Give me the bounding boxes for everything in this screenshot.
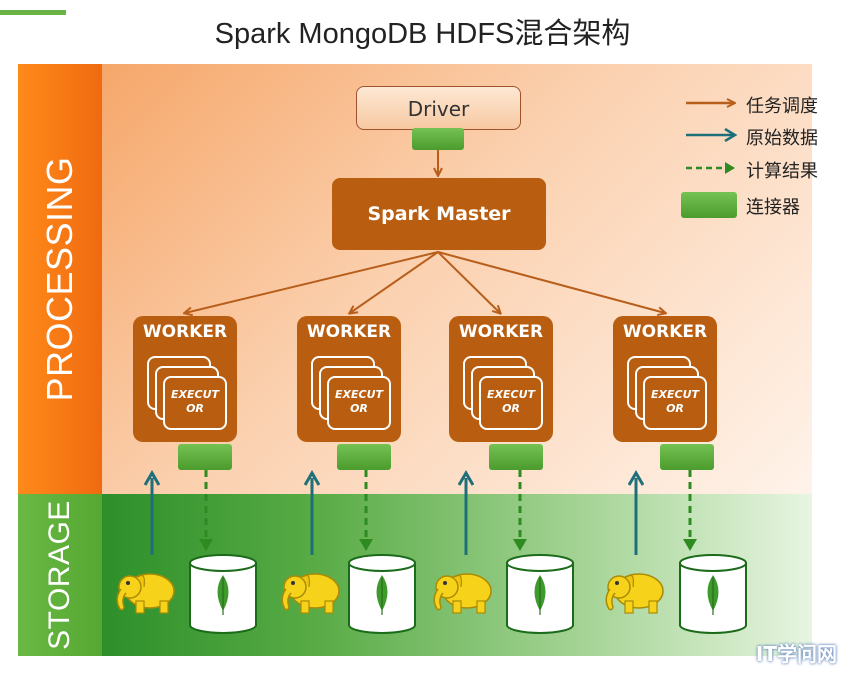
master-to-worker-3-arrow xyxy=(437,251,500,313)
watermark: IT学问网 xyxy=(755,642,837,666)
executor-label-line1: EXECUT xyxy=(334,388,384,401)
executor-label-line2: OR xyxy=(502,402,520,415)
driver-connector xyxy=(412,128,464,150)
worker-label: WORKER xyxy=(306,322,392,342)
executor-label-line1: EXECUT xyxy=(650,388,700,401)
legend-connector-label: 连接器 xyxy=(746,197,800,218)
executor-label-line1: EXECUT xyxy=(486,388,536,401)
hadoop-elephant-icon xyxy=(281,573,340,614)
legend-connector-swatch xyxy=(681,192,737,218)
worker-node-3: WORKER EXECUT OR xyxy=(449,316,553,442)
mongodb-cylinder-icon xyxy=(506,554,574,634)
master-to-worker-4-arrow xyxy=(437,251,665,313)
worker-connector-4 xyxy=(660,444,714,470)
executor-label-line2: OR xyxy=(186,402,204,415)
executor-front: EXECUT OR xyxy=(327,376,391,430)
accent-bar xyxy=(0,10,66,15)
executor-front: EXECUT OR xyxy=(479,376,543,430)
worker-connector-1 xyxy=(178,444,232,470)
hadoop-elephant-icon xyxy=(605,573,664,614)
spark-master-node: Spark Master xyxy=(332,178,546,250)
hadoop-elephant-icon xyxy=(433,573,492,614)
worker-node-1: WORKER EXECUT OR xyxy=(133,316,237,442)
worker-label: WORKER xyxy=(622,322,708,342)
executor-label-line2: OR xyxy=(350,402,368,415)
worker-connector-2 xyxy=(337,444,391,470)
legend-task-label: 任务调度 xyxy=(746,96,818,117)
diagram-title: Spark MongoDB HDFS混合架构 xyxy=(214,18,631,50)
worker-connector-3 xyxy=(489,444,543,470)
executor-front: EXECUT OR xyxy=(163,376,227,430)
worker-node-2: WORKER EXECUT OR xyxy=(297,316,401,442)
mongodb-cylinder-icon xyxy=(348,554,416,634)
worker-label: WORKER xyxy=(142,322,228,342)
worker-label: WORKER xyxy=(458,322,544,342)
executor-front: EXECUT OR xyxy=(643,376,707,430)
hadoop-elephant-icon xyxy=(116,573,175,614)
executor-label-line1: EXECUT xyxy=(170,388,220,401)
storage-sidebar: STORAGE xyxy=(18,494,102,656)
legend-data-label: 原始数据 xyxy=(746,128,818,149)
worker-node-4: WORKER EXECUT OR xyxy=(613,316,717,442)
driver-node: Driver xyxy=(356,86,521,130)
mongodb-cylinder-icon xyxy=(189,554,257,634)
executor-label-line2: OR xyxy=(666,402,684,415)
mongodb-cylinder-icon xyxy=(679,554,747,634)
processing-sidebar: PROCESSING xyxy=(18,64,102,494)
master-to-worker-2-arrow xyxy=(350,251,439,313)
master-to-worker-1-arrow xyxy=(185,251,439,313)
legend-result-label: 计算结果 xyxy=(746,161,818,182)
